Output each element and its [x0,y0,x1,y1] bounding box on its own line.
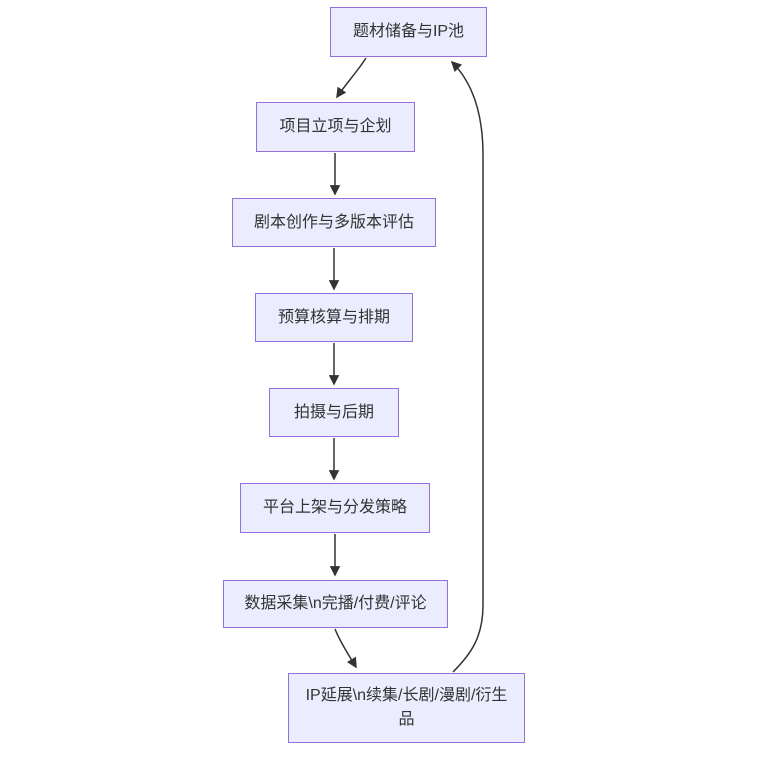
flow-node-label: 拍摄与后期 [293,403,374,421]
flow-node-data-collection: 数据采集\n完播/付费/评论 [223,580,448,628]
flow-node-label: 数据采集\n完播/付费/评论 [244,595,427,612]
flow-node-label: 平台上架与分发策略 [262,499,407,516]
flow-node-script-creation: 剧本创作与多版本评估 [232,198,436,247]
flow-node-label: 预算核算与排期 [277,308,390,326]
flow-node-shooting-post: 拍摄与后期 [269,388,399,437]
edge-data-collection-to-ip-extension [334,628,357,669]
flow-node-label: 项目立项与企划 [279,118,392,135]
flow-node-project-initiation: 项目立项与企划 [256,102,415,152]
flow-node-platform-distribution: 平台上架与分发策略 [240,483,430,533]
flow-node-ip-pool: 题材储备与IP池 [330,7,487,57]
edge-ip-extension-to-ip-pool [450,60,484,673]
flow-node-label: 题材储备与IP池 [352,23,465,40]
flow-node-ip-extension: IP延展\n续集/长剧/漫剧/衍生品 [288,673,525,743]
flow-node-label: IP延展\n续集/长剧/漫剧/衍生品 [305,687,508,728]
flow-node-budget-scheduling: 预算核算与排期 [255,293,413,342]
flow-node-label: 剧本创作与多版本评估 [253,213,414,231]
edge-ip-pool-to-project-initiation [336,57,367,99]
